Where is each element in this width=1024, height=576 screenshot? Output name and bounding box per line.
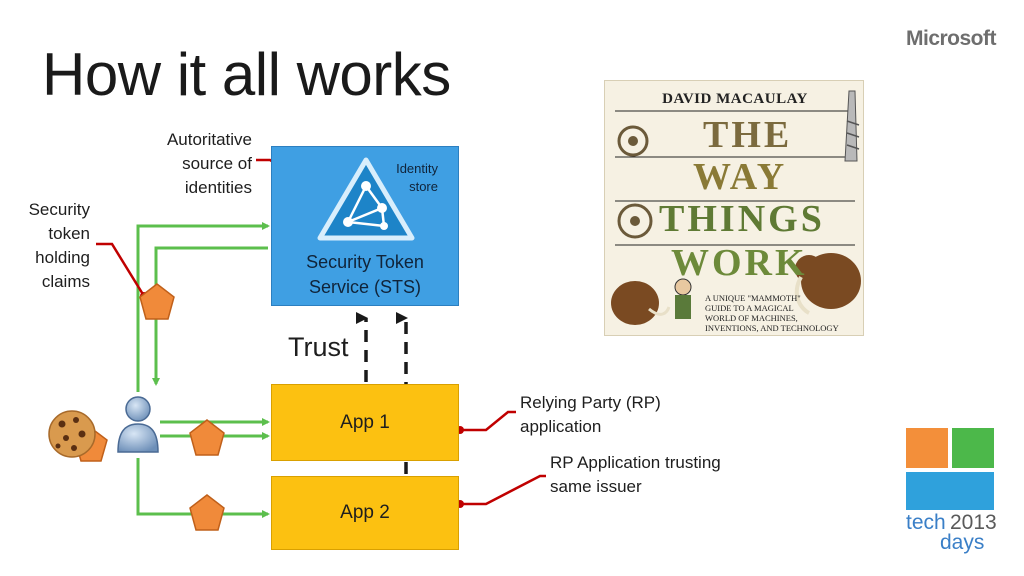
logo-square-green (952, 428, 994, 468)
book-subtitle-line: A Unique "Mammoth" (705, 293, 801, 303)
token-pentagon-icon (189, 419, 225, 456)
slide-title: How it all works (42, 41, 451, 108)
annotation-token-line: token (48, 224, 90, 243)
annotation-token: Security token holding claims (10, 198, 90, 294)
annotation-source-line: identities (184, 178, 252, 197)
annotation-token-line: holding (35, 248, 90, 267)
sts-label: Security Token Service (STS) (271, 250, 459, 300)
annotation-source-line: Autoritative (166, 130, 252, 149)
sts-label-line2: Service (STS) (308, 277, 422, 297)
arrow-user-to-sts (136, 222, 270, 392)
callout-rp (460, 410, 516, 432)
annotation-rp2-line: RP Application trusting (550, 453, 721, 472)
book-subtitle-line: Guide to a Magical (705, 303, 794, 313)
app2-label: App 2 (340, 502, 390, 523)
annotation-rp: Relying Party (RP) application (520, 391, 680, 439)
book-subtitle: A Unique "Mammoth" Guide to a Magical Wo… (705, 293, 855, 333)
logo-text-tech: tech (906, 511, 946, 534)
book-author: DAVID MACAULAY (662, 91, 808, 107)
techdays-logo: tech 2013 days (906, 428, 997, 558)
logo-bar-blue (906, 472, 994, 510)
annotation-token-line: Security (28, 200, 90, 219)
logo-text-year: 2013 (950, 511, 997, 534)
book-subtitle-line: Inventions, and Technology (705, 323, 839, 333)
cookie-icon (48, 410, 96, 458)
book-subtitle-line: World of Machines, (705, 313, 798, 323)
app2-box: App 2 (271, 476, 459, 550)
identity-store-icon (317, 157, 415, 241)
identity-store-line1: Identity (396, 161, 438, 176)
annotation-rp2-line: same issuer (550, 477, 642, 496)
arrow-user-to-app2 (136, 458, 270, 518)
logo-square-orange (906, 428, 948, 468)
microsoft-logo: Microsoft (906, 27, 997, 50)
identity-store-label: Identity store (378, 160, 438, 196)
book-cover-image: DAVID MACAULAY THE WAY THINGS WORK A Uni… (604, 80, 864, 336)
token-pentagon-icon (139, 283, 175, 320)
identity-store-line2: store (409, 179, 438, 194)
arrow-sts-to-user (152, 246, 268, 386)
logo-text-days: days (940, 531, 985, 554)
annotation-token-line: claims (41, 272, 90, 291)
callout-token (96, 242, 146, 297)
book-title-way: WAY (693, 156, 788, 198)
annotation-rp-line: Relying Party (RP) (520, 393, 661, 412)
annotation-source-line: source of (182, 154, 252, 173)
app1-box: App 1 (271, 384, 459, 461)
callout-rp2 (460, 474, 546, 506)
token-pentagon-icon (189, 494, 225, 531)
book-title-things: THINGS (659, 198, 825, 240)
book-title-work: WORK (671, 242, 808, 284)
app1-label: App 1 (340, 411, 390, 433)
book-title-the: THE (703, 114, 793, 156)
trust-label: Trust (288, 332, 349, 362)
user-icon (117, 396, 159, 453)
book-illustration (611, 90, 861, 325)
annotation-source: Autoritative source of identities (140, 128, 252, 200)
sts-label-line1: Security Token (306, 252, 424, 272)
annotation-rp2: RP Application trusting same issuer (550, 451, 750, 499)
annotation-rp-line: application (520, 417, 602, 436)
